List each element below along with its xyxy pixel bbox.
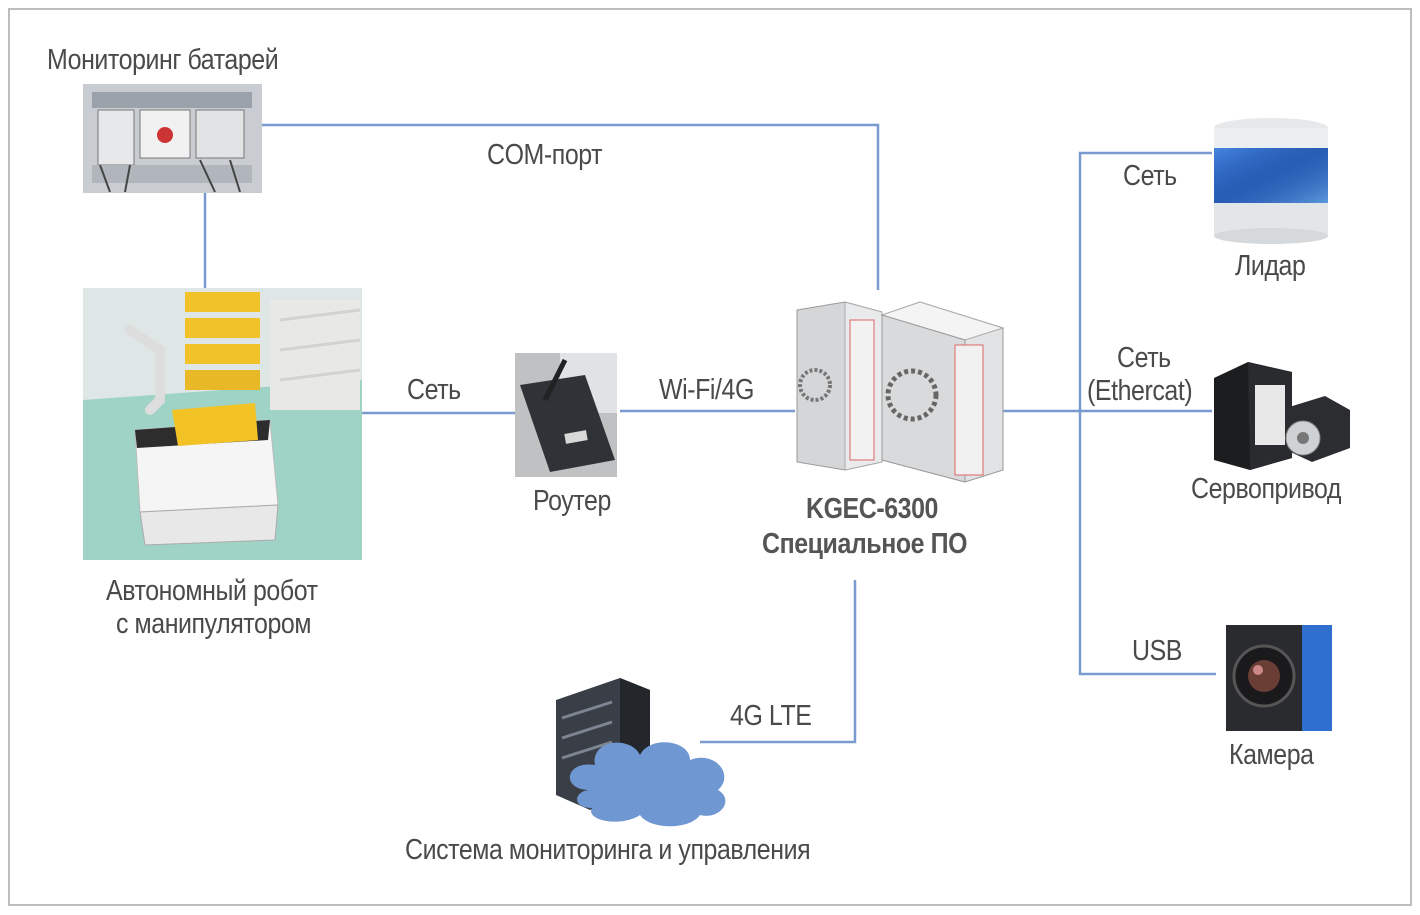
servo-link-label-line1: Сеть [1117, 342, 1171, 374]
robot-router-link-label: Сеть [407, 374, 461, 406]
servo-label: Сервопривод [1191, 473, 1342, 505]
router-label: Роутер [533, 485, 611, 517]
lidar-link-label: Сеть [1123, 160, 1177, 192]
server-cloud-image [556, 678, 726, 827]
camera-label: Камера [1229, 739, 1314, 771]
controller-model-label: KGEC-6300 [806, 493, 938, 525]
camera-link-label: USB [1132, 635, 1183, 667]
router-image [515, 353, 617, 477]
servo-link-label-line2: (Ethercat) [1087, 375, 1193, 407]
diagram-frame [8, 8, 1412, 906]
line-battery-controller [262, 123, 880, 290]
lidar-image [1214, 118, 1328, 244]
connection-lines [203, 123, 1216, 744]
robot-label-line2: с манипулятором [116, 608, 312, 640]
lte-link-label: 4G LTE [730, 700, 812, 732]
robot-image [83, 288, 362, 560]
line-controller-cloud [700, 580, 857, 744]
com-port-link-label: COM-порт [487, 139, 603, 171]
line-bus-vertical [1078, 151, 1216, 676]
monitoring-system-label: Система мониторинга и управления [405, 834, 811, 866]
router-controller-link-label: Wi-Fi/4G [659, 374, 754, 406]
controller-image [796, 301, 1005, 483]
battery-monitoring-label: Мониторинг батарей [47, 44, 279, 76]
battery-cabinet-image [83, 84, 262, 193]
controller-software-label: Специальное ПО [762, 528, 968, 560]
camera-image [1226, 625, 1332, 731]
servo-image [1214, 362, 1350, 470]
robot-label-line1: Автономный робот [106, 575, 318, 607]
lidar-label: Лидар [1235, 250, 1306, 282]
